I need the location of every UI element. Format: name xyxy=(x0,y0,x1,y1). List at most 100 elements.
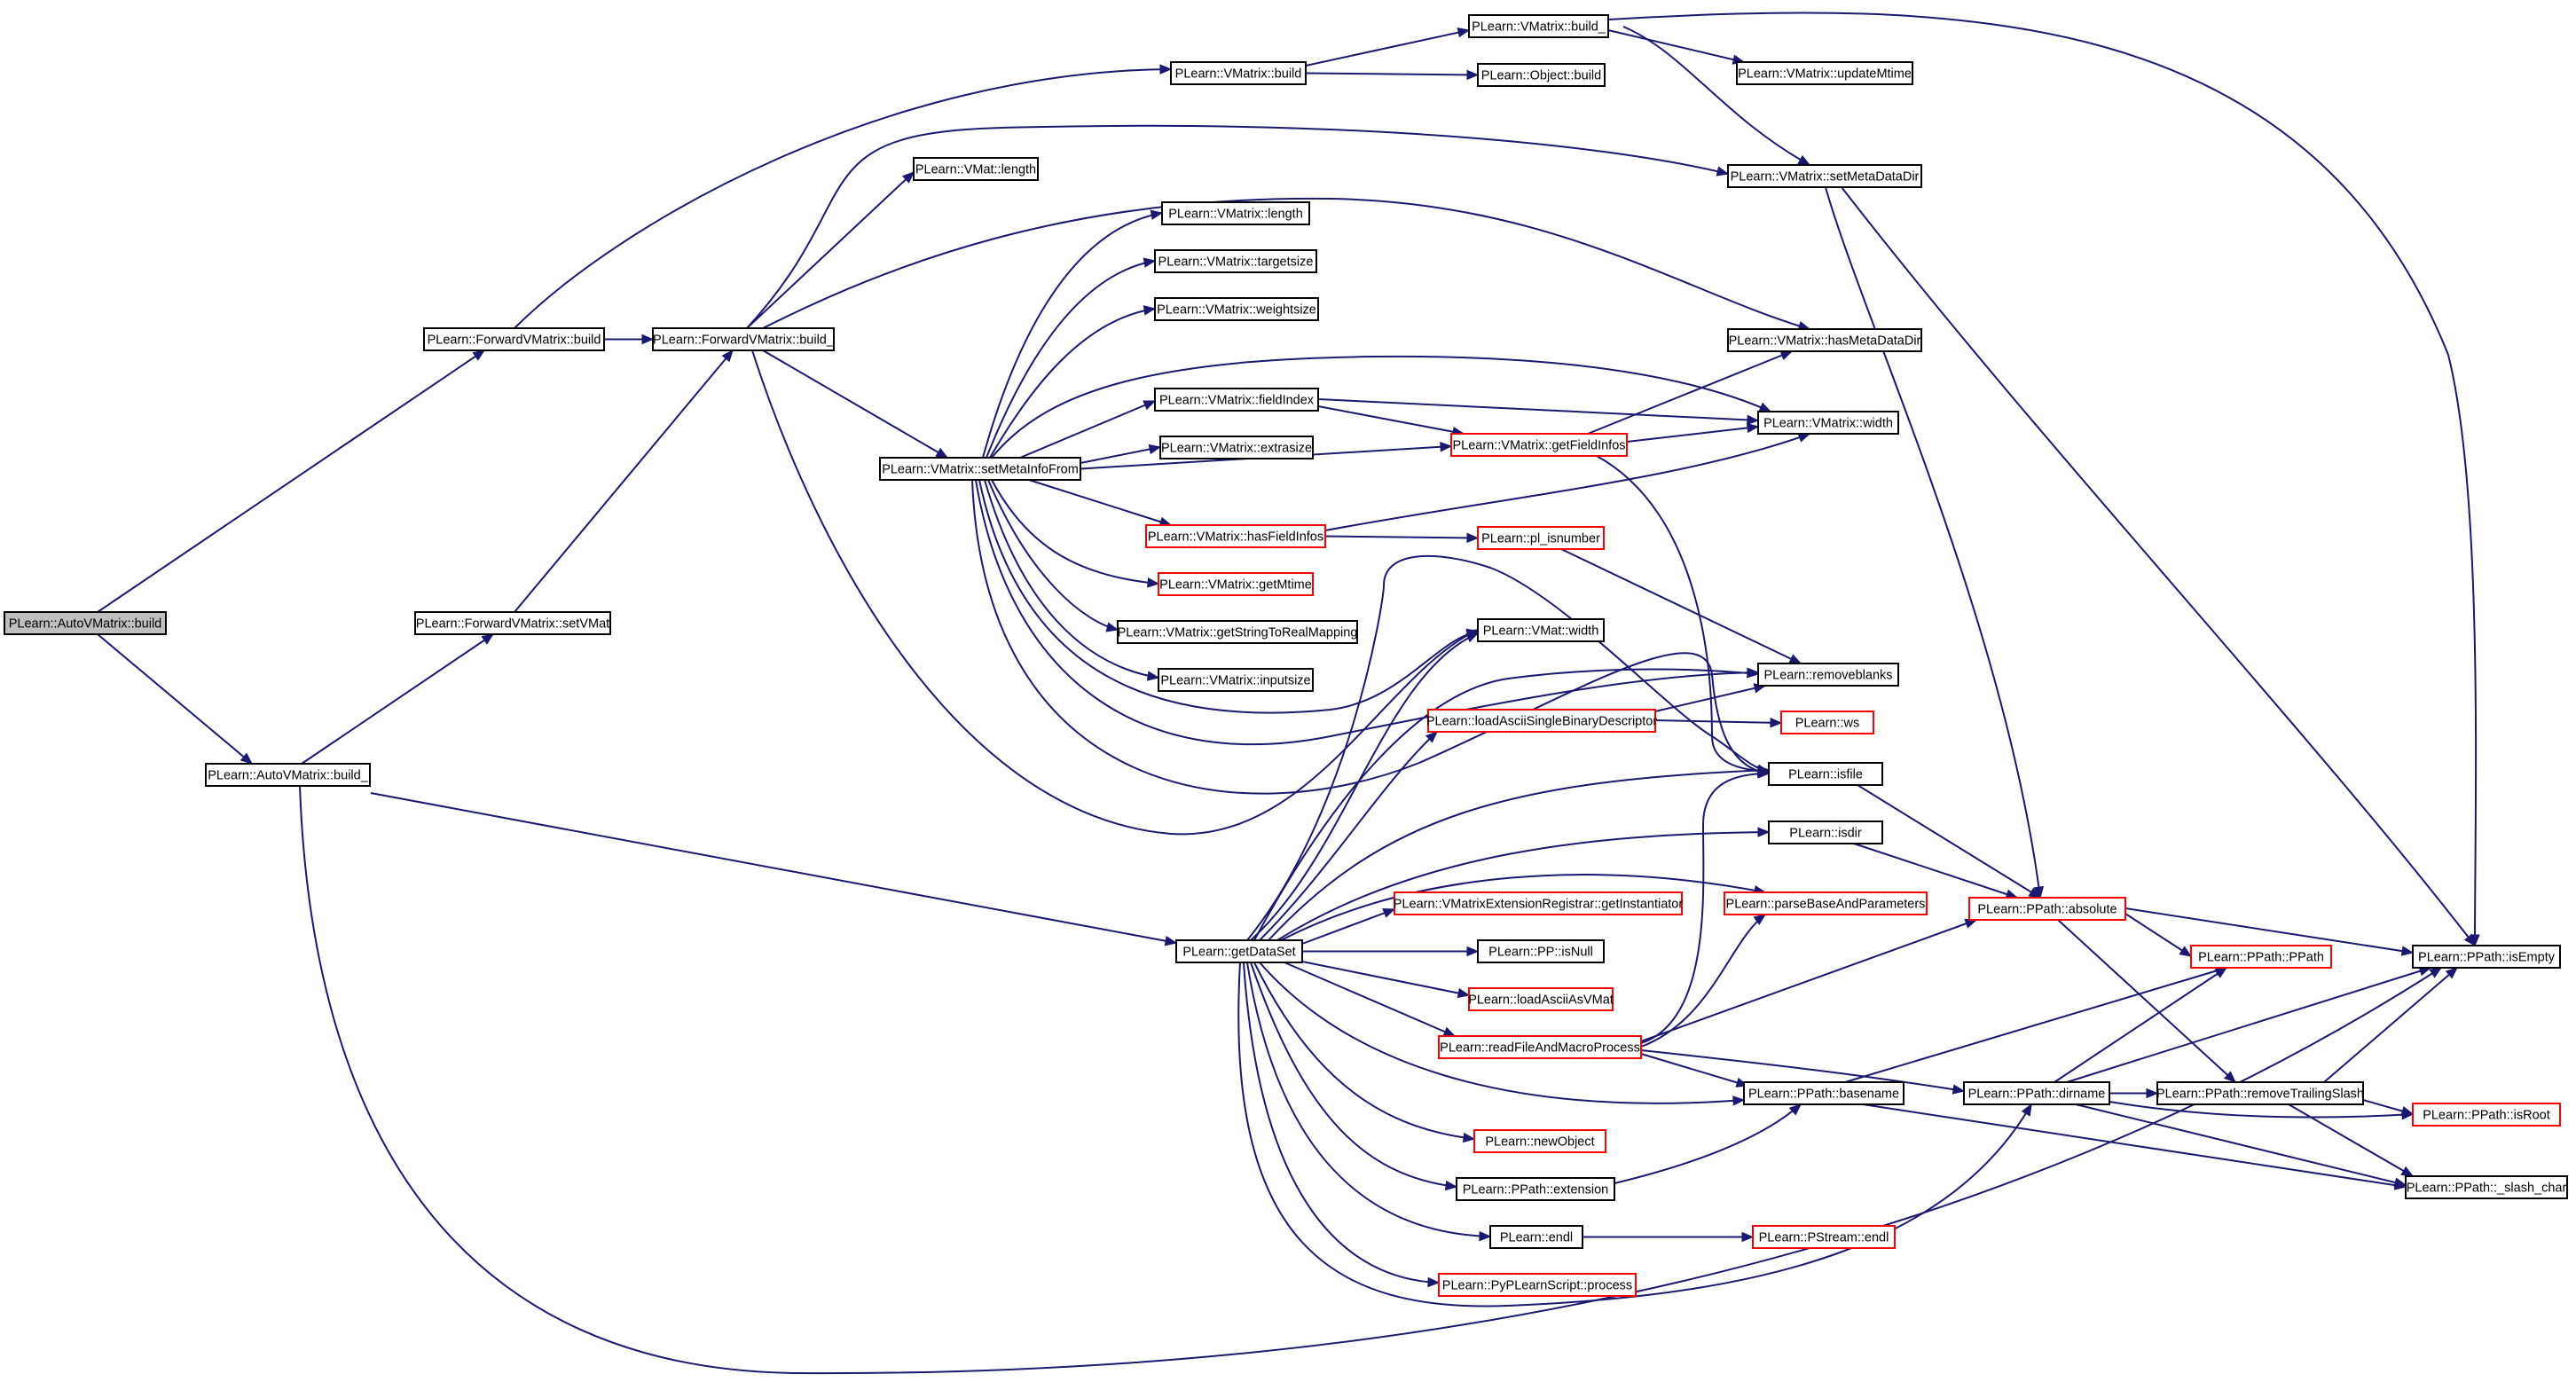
edge-ppath-removetrailing-to-ppath-isempty xyxy=(2323,967,2458,1083)
node-vm-updatemtime[interactable]: PLearn::VMatrix::updateMtime xyxy=(1736,61,1913,85)
node-vmat-length[interactable]: PLearn::VMat::length xyxy=(913,157,1039,181)
node-ppath-dirname[interactable]: PLearn::PPath::dirname xyxy=(1963,1081,2110,1105)
node-ws[interactable]: PLearn::ws xyxy=(1780,711,1874,734)
edge-line xyxy=(982,212,1163,459)
node-fwd-build-[interactable]: PLearn::ForwardVMatrix::build_ xyxy=(652,327,835,351)
edge-line xyxy=(1324,433,1810,531)
node-vm-hasfieldinfos[interactable]: PLearn::VMatrix::hasFieldInfos xyxy=(1145,524,1326,548)
node-ppath-isroot[interactable]: PLearn::PPath::isRoot xyxy=(2412,1103,2561,1127)
node-label: PLearn::PPath::isRoot xyxy=(2423,1109,2549,1123)
edge-vm-setmetainfofrom-to-vm-getstringtoreal xyxy=(987,479,1119,632)
node-loadasciiasvmat[interactable]: PLearn::loadAsciiAsVMat xyxy=(1468,987,1614,1011)
edge-ppath-dirname-to-ppath-isempty xyxy=(2066,966,2432,1083)
node-label: PLearn::PPath::_slash_char xyxy=(2407,1182,2567,1196)
edge-line xyxy=(975,479,1759,746)
node-removeblanks[interactable]: PLearn::removeblanks xyxy=(1757,663,1899,687)
node-autovm-build[interactable]: PLearn::AutoVMatrix::build xyxy=(4,611,167,635)
node-vm-length[interactable]: PLearn::VMatrix::length xyxy=(1161,201,1310,225)
edge-line xyxy=(1305,29,1470,67)
node-isfile[interactable]: PLearn::isfile xyxy=(1768,762,1883,786)
edge-ppath-extension-to-ppath-basename xyxy=(1614,1103,1802,1184)
node-isdir[interactable]: PLearn::isdir xyxy=(1768,821,1883,844)
node-vm-extrasize[interactable]: PLearn::VMatrix::extrasize xyxy=(1159,436,1314,459)
node-pyscript-process[interactable]: PLearn::PyPLearnScript::process xyxy=(1438,1273,1637,1297)
edge-line xyxy=(1596,455,1770,773)
node-box xyxy=(1450,433,1628,457)
node-label: PLearn::endl xyxy=(1500,1231,1573,1245)
edge-ppath-removetrailing-to-ppath-isroot xyxy=(2362,1099,2415,1117)
node-box xyxy=(423,327,605,351)
node-ppath-ppath[interactable]: PLearn::PPath::PPath xyxy=(2190,945,2332,969)
arrowhead xyxy=(1150,209,1164,220)
edge-vm-setmetainfofrom-to-vm-inputsize xyxy=(984,479,1160,681)
node-newobject[interactable]: PLearn::newObject xyxy=(1473,1129,1606,1153)
edge-getdataset-to-ppath-extension xyxy=(1250,962,1458,1191)
edge-pl-isnumber-to-removeblanks xyxy=(1560,548,1802,664)
node-vm-getstringtoreal[interactable]: PLearn::VMatrix::getStringToRealMapping xyxy=(1117,620,1358,644)
node-label: PLearn::VMatrix::fieldIndex xyxy=(1159,394,1315,408)
node-endl[interactable]: PLearn::endl xyxy=(1489,1225,1583,1249)
node-vm-setmetainfofrom[interactable]: PLearn::VMatrix::setMetaInfoFrom xyxy=(879,457,1081,481)
node-ppath-basename[interactable]: PLearn::PPath::basename xyxy=(1743,1081,1905,1105)
arrowhead xyxy=(1427,1276,1441,1288)
edge-line xyxy=(1250,962,1457,1188)
node-vm-build-[interactable]: PLearn::VMatrix::build_ xyxy=(1468,14,1609,38)
arrowhead xyxy=(1440,442,1453,452)
node-vm-width[interactable]: PLearn::VMatrix::width xyxy=(1757,411,1899,435)
arrowhead xyxy=(1442,1026,1457,1037)
node-ppath-extension[interactable]: PLearn::PPath::extension xyxy=(1456,1177,1615,1201)
arrowhead xyxy=(2429,967,2443,978)
node-vm-targetsize[interactable]: PLearn::VMatrix::targetsize xyxy=(1154,249,1317,273)
edge-line xyxy=(301,633,494,765)
node-label: PLearn::PStream::endl xyxy=(1759,1231,1889,1245)
node-box xyxy=(1175,939,1303,963)
edge-line xyxy=(1250,632,1479,941)
node-ppath-isempty[interactable]: PLearn::PPath::isEmpty xyxy=(2412,945,2561,969)
node-box xyxy=(1757,411,1899,435)
node-ppath-absolute[interactable]: PLearn::PPath::absolute xyxy=(1968,897,2126,921)
node-vm-weightsize[interactable]: PLearn::VMatrix::weightsize xyxy=(1154,297,1319,321)
node-getdataset[interactable]: PLearn::getDataSet xyxy=(1175,939,1303,963)
node-label: PLearn::VMatrix::weightsize xyxy=(1157,303,1316,318)
arrowhead xyxy=(2146,1088,2159,1099)
edge-line xyxy=(991,479,1159,585)
edge-ppath-basename-to-ppath-ppath xyxy=(1844,966,2228,1083)
edge-line xyxy=(1253,962,1475,1140)
node-obj-build[interactable]: PLearn::Object::build xyxy=(1477,63,1606,87)
node-ppath-removetrailing[interactable]: PLearn::PPath::removeTrailingSlash xyxy=(2156,1081,2364,1105)
arrowhead xyxy=(1457,987,1471,999)
edge-endl-to-pstream-endl xyxy=(1583,1231,1755,1243)
node-pp-isnull[interactable]: PLearn::PP::isNull xyxy=(1477,939,1605,963)
node-vm-inputsize[interactable]: PLearn::VMatrix::inputsize xyxy=(1158,668,1314,692)
edge-line xyxy=(1640,773,1770,1044)
node-readfileandmacro[interactable]: PLearn::readFileAndMacroProcess xyxy=(1438,1035,1642,1059)
arrowhead xyxy=(1757,827,1771,837)
edge-line xyxy=(1301,961,1470,996)
node-loadascii-sbd[interactable]: PLearn::loadAsciiSingleBinaryDescriptor xyxy=(1426,709,1657,733)
arrowhead xyxy=(1457,27,1471,38)
arrowhead xyxy=(2393,1177,2407,1188)
node-label: PLearn::VMatrix::build_ xyxy=(1472,20,1606,35)
node-ppath-slashchar[interactable]: PLearn::PPath::_slash_char xyxy=(2405,1175,2568,1199)
node-pl-isnumber[interactable]: PLearn::pl_isnumber xyxy=(1477,526,1605,550)
node-autovm-build-[interactable]: PLearn::AutoVMatrix::build_ xyxy=(205,763,371,787)
node-vm-getfieldinfos[interactable]: PLearn::VMatrix::getFieldInfos xyxy=(1450,433,1628,457)
node-vmext-getinst[interactable]: PLearn::VMatrixExtensionRegistrar::getIn… xyxy=(1394,891,1684,915)
node-fwd-build[interactable]: PLearn::ForwardVMatrix::build xyxy=(423,327,605,351)
node-label: PLearn::ws xyxy=(1795,717,1860,731)
node-fwd-setvmat[interactable]: PLearn::ForwardVMatrix::setVMat xyxy=(414,611,611,635)
node-pstream-endl[interactable]: PLearn::PStream::endl xyxy=(1752,1225,1896,1249)
node-vmat-width[interactable]: PLearn::VMat::width xyxy=(1477,618,1605,642)
edge-line xyxy=(2124,907,2414,954)
edge-loadascii-sbd-to-ws xyxy=(1654,717,1783,728)
arrowhead xyxy=(2028,887,2042,899)
arrowhead xyxy=(1146,671,1160,681)
node-vm-getmtime[interactable]: PLearn::VMatrix::getMtime xyxy=(1158,572,1314,596)
node-parsebase[interactable]: PLearn::parseBaseAndParameters xyxy=(1724,891,1928,915)
node-vm-setmetadatadir[interactable]: PLearn::VMatrix::setMetaDataDir xyxy=(1727,164,1922,188)
node-vm-hasmetadatadir[interactable]: PLearn::VMatrix::hasMetaDataDir xyxy=(1727,328,1922,352)
node-vm-build[interactable]: PLearn::VMatrix::build xyxy=(1170,61,1307,85)
node-box xyxy=(1154,388,1319,412)
node-label: PLearn::VMatrix::setMetaInfoFrom xyxy=(882,463,1079,477)
node-vm-fieldindex[interactable]: PLearn::VMatrix::fieldIndex xyxy=(1154,388,1319,412)
